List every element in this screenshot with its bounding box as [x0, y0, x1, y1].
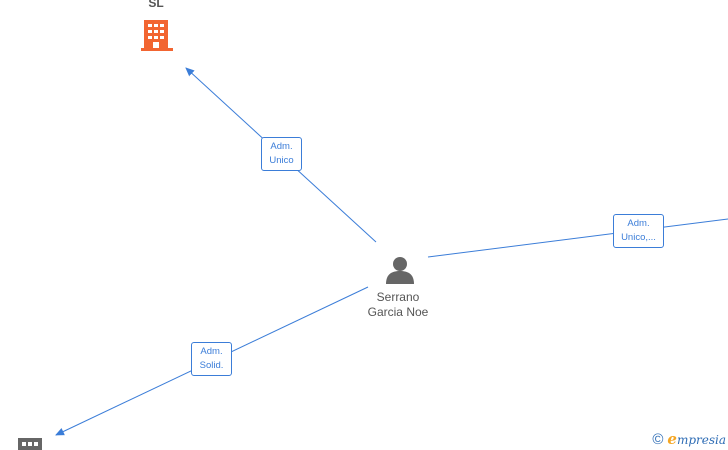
person-name-line2: Garcia Noe	[367, 305, 429, 319]
edge-label-line2: Solid.	[199, 360, 224, 371]
person-icon[interactable]	[386, 257, 414, 284]
top-company-label[interactable]: SL	[148, 0, 164, 10]
edge-label-line2: Unico	[269, 155, 294, 166]
edge-label-to-right[interactable]: Adm. Unico,...	[613, 214, 664, 248]
copyright-watermark: © empresia	[652, 430, 726, 448]
edge-label-to-top[interactable]: Adm. Unico	[261, 137, 302, 171]
brand-logo: empresia	[667, 430, 726, 448]
edge-label-line1: Adm.	[270, 141, 293, 152]
building-icon[interactable]	[18, 438, 42, 450]
edge-label-line2: Unico,...	[621, 232, 656, 243]
edge-label-to-bottom[interactable]: Adm. Solid.	[191, 342, 232, 376]
edge-line-to-right	[427, 218, 728, 258]
copyright-icon: ©	[652, 430, 664, 448]
edge-label-line1: Adm.	[627, 218, 650, 229]
person-name-line1: Serrano	[376, 290, 420, 304]
building-icon[interactable]	[141, 20, 173, 51]
edge-label-line1: Adm.	[200, 346, 223, 357]
person-name-label[interactable]: Serrano Garcia Noe	[350, 290, 446, 320]
